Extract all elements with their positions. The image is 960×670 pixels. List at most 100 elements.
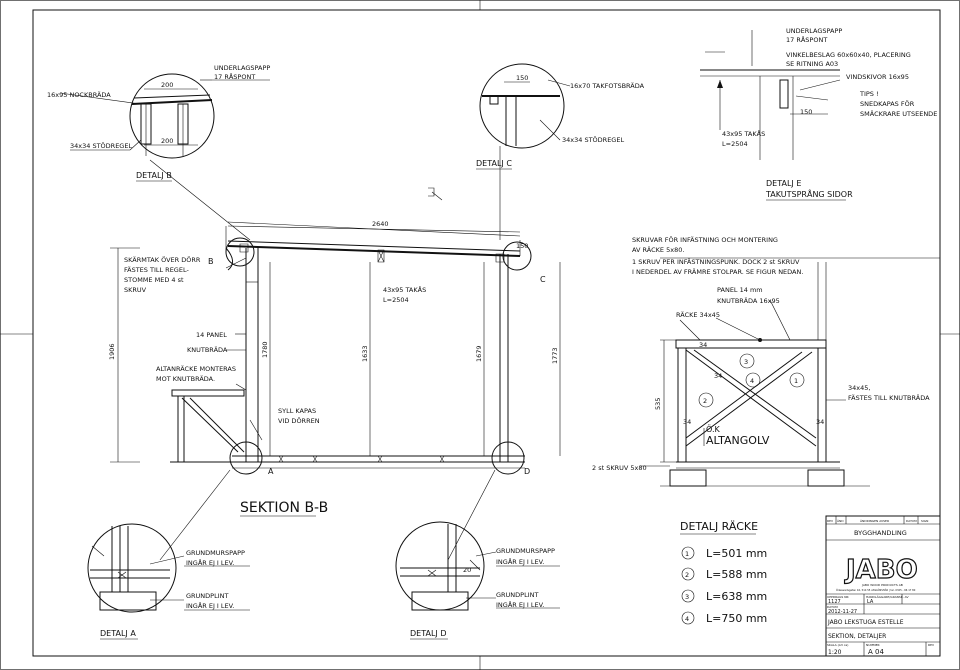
- tb-sign-h: SIGN: [921, 519, 928, 523]
- takfotsbrada-label: 16x70 TAKFOTSBRÄDA: [570, 81, 645, 90]
- underlagspapp-label: UNDERLAGSPAPP: [214, 64, 270, 72]
- tb-project: JABO LEKSTUGA ESTELLE: [827, 619, 904, 626]
- detail-e-title: DETALJ E: [766, 179, 801, 188]
- tips-3: SMÄCKRARE UTSEENDE: [860, 109, 937, 118]
- skruvar-4: I NEDERDEL AV FRÄMRE STOLPAR. SE FIGUR N…: [632, 267, 803, 276]
- a-grundmurspapp-1: GRUNDMURSPAPP: [186, 549, 245, 557]
- panel-label: 14 PANEL: [196, 331, 227, 339]
- a-grundmurspapp-2: INGÅR EJ I LEV.: [186, 558, 234, 567]
- detail-c: [479, 63, 571, 240]
- tb-skala: 1:20: [828, 649, 842, 656]
- balloon-1: 1: [794, 377, 798, 385]
- raspont-label: 17 RÅSPONT: [214, 72, 255, 81]
- syll-2: VID DÖRREN: [278, 416, 320, 425]
- dim-1633: 1633: [361, 345, 369, 362]
- altanracke-1: ALTANRÄCKE MONTERAS: [156, 364, 236, 373]
- balloon-3: 3: [744, 358, 748, 366]
- altangolv-label: ALTANGOLV: [706, 434, 770, 447]
- tb-rev-label: REV: [928, 643, 935, 647]
- stodregel-c-label: 34x34 STÖDREGEL: [562, 135, 624, 144]
- stodregel-label: 34x34 STÖDREGEL: [70, 141, 132, 150]
- tb-datum: 2012-11-27: [828, 609, 857, 615]
- dim-1773: 1773: [551, 347, 559, 364]
- dim-34-a: 34: [699, 341, 707, 349]
- dim-200-top: 200: [161, 81, 173, 89]
- detail-e-line-3: VINKELBESLAG 60x60x40, PLACERING: [786, 51, 911, 59]
- length-list: [681, 546, 695, 625]
- skarmtak-2: FÄSTES TILL REGEL-: [124, 265, 189, 274]
- syll-1: SYLL KAPAS: [278, 407, 316, 415]
- d-grundmurspapp-1: GRUNDMURSPAPP: [496, 547, 555, 555]
- tb-address: Ödeswedsgatan 16, 514 55 ASSLÖNSHÅR | te…: [836, 587, 916, 592]
- length-3: L=638 mm: [706, 590, 767, 603]
- a-grundplint-2: INGÅR EJ I LEV.: [186, 601, 234, 610]
- marker-a: A: [268, 467, 274, 476]
- marker-b: B: [208, 257, 214, 266]
- detail-b-title: DETALJ B: [136, 171, 172, 180]
- section-title: SEKTION B-B: [240, 500, 328, 516]
- tb-handl: LA: [867, 599, 874, 605]
- ok-label: Ö.K: [706, 424, 721, 434]
- length-no-2: 2: [685, 571, 689, 579]
- detail-a-title: DETALJ A: [100, 629, 136, 638]
- length-no-3: 3: [685, 593, 689, 601]
- d-grundmurspapp-2: INGÅR EJ I LEV.: [496, 557, 544, 566]
- section-bb: [110, 187, 561, 561]
- dim-150-e: 150: [800, 108, 812, 116]
- tb-status: BYGGHANDLING: [854, 529, 907, 537]
- racke-panel: PANEL 14 mm: [717, 286, 763, 294]
- tb-avser-h: ÄNDRINGEN AVSER: [860, 518, 889, 523]
- length-no-4: 4: [685, 615, 689, 623]
- skarmtak-1: SKÄRMTAK ÖVER DÖRR: [124, 255, 201, 264]
- racke-knutbrada: KNUTBRÄDA 16x95: [717, 296, 780, 305]
- detail-e-line-4: SE RITNING A03: [786, 60, 838, 68]
- detail-e-subtitle: TAKUTSPRÅNG SIDOR: [765, 188, 853, 199]
- tb-skala-label: SKALA (A3 ca): [827, 643, 848, 647]
- length-2: L=588 mm: [706, 568, 767, 581]
- tb-desc: SEKTION, DETALJER: [828, 633, 886, 640]
- dim-150-section: 150: [516, 242, 528, 250]
- a-grundplint-1: GRUNDPLINT: [186, 592, 228, 600]
- title-block: [825, 515, 941, 657]
- skruvar-3: 1 SKRUV PER INFÄSTNINGSPUNK. DOCK 2 st S…: [632, 257, 800, 266]
- jabo-logo: JABO: [844, 555, 918, 585]
- tb-nummer: A 04: [868, 648, 884, 656]
- detail-e: [700, 30, 841, 160]
- tips-2: SNEDKAPAS FÖR: [860, 99, 915, 108]
- racke-right-2: FÄSTES TILL KNUTBRÄDA: [848, 393, 930, 402]
- tb-handl-label: HANDLÄGGARE/GRANSK. AV: [866, 594, 910, 599]
- detail-d: [395, 521, 560, 611]
- detail-e-line-2: 17 RÅSPONT: [786, 35, 827, 44]
- d-grundplint-2: INGÅR EJ I LEV.: [496, 600, 544, 609]
- skruvar-1: SKRUVAR FÖR INFÄSTNING OCH MONTERING: [632, 235, 778, 244]
- dim-34-d: 34: [714, 372, 722, 380]
- racke-right-1: 34x45,: [848, 384, 870, 392]
- detail-a: [87, 523, 250, 613]
- detail-racke: [640, 257, 940, 487]
- detail-d-title: DETALJ D: [410, 629, 446, 638]
- tb-uppdrag: 1127: [828, 599, 841, 605]
- dim-150-c: 150: [516, 74, 528, 82]
- dim-1780: 1780: [261, 341, 269, 358]
- length-1: L=501 mm: [706, 547, 767, 560]
- racke-label: RÄCKE 34x45: [676, 310, 720, 319]
- tb-uppdrag-label: UPPDRAGS NR: [827, 595, 849, 599]
- dim-200-bottom: 200: [161, 137, 173, 145]
- d-grundplint-1: GRUNDPLINT: [496, 591, 538, 599]
- detail-racke-title: DETALJ RÄCKE: [680, 520, 758, 533]
- dim-34-c: 34: [816, 418, 824, 426]
- skruv-label: 2 st SKRUV 5x80: [592, 464, 647, 472]
- dim-1906: 1906: [108, 343, 116, 360]
- marker-c: C: [540, 275, 546, 284]
- tb-nummer-label: NUMMER: [866, 643, 880, 647]
- takas-section-2: L=2504: [383, 296, 409, 304]
- dim-20-d: 20: [463, 566, 471, 574]
- dim-535: 535: [654, 398, 662, 410]
- takas-e-1: 43x95 TAKÅS: [722, 129, 765, 138]
- skruvar-2: AV RÄCKE 5x80.: [632, 245, 684, 254]
- tb-rev-h: REV: [827, 519, 834, 523]
- length-4: L=750 mm: [706, 612, 767, 625]
- detail-e-line-1: UNDERLAGSPAPP: [786, 27, 842, 35]
- balloon-4: 4: [750, 377, 754, 385]
